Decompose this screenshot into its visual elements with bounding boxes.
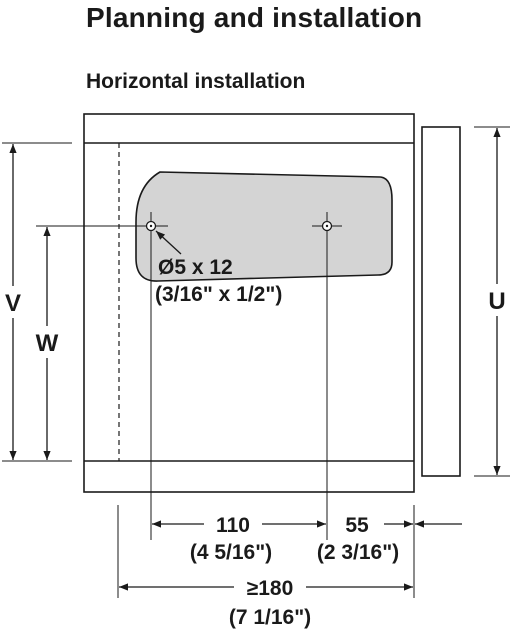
page-title: Planning and installation [86, 2, 423, 33]
extension-lines [2, 126, 510, 598]
label-v: V [5, 290, 21, 317]
label-u: U [488, 288, 505, 315]
cabinet-side-panel [83, 113, 415, 493]
hole-marker-right [312, 212, 342, 240]
edge-metric: 55 [345, 514, 369, 537]
hole-size-imperial: (3/16" x 1/2") [155, 283, 282, 306]
hole-size-metric: Ø5 x 12 [158, 256, 233, 279]
spacing-metric: 110 [216, 514, 250, 537]
front-panel [421, 126, 461, 477]
min-width-imperial: (7 1/16") [229, 606, 311, 629]
hole-leader-arrow [155, 230, 182, 255]
spacing-imperial: (4 5/16") [190, 541, 272, 564]
edge-imperial: (2 3/16") [317, 541, 399, 564]
label-w: W [36, 330, 59, 357]
mounting-plate [135, 171, 393, 282]
hole-marker-left [138, 212, 168, 240]
section-subtitle: Horizontal installation [86, 70, 306, 93]
min-width-metric: ≥180 [247, 577, 294, 600]
